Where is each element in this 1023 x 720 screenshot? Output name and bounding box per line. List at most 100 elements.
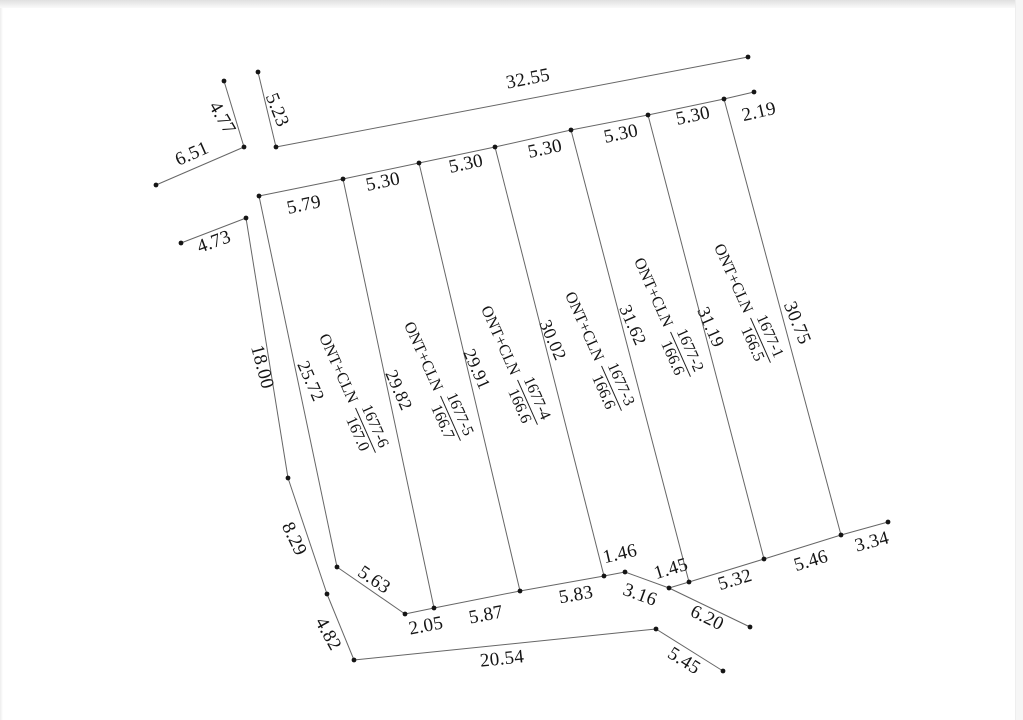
boundary-segment-31.62 — [570, 129, 690, 583]
boundary-segment-1.45 — [668, 581, 690, 589]
boundary-segment-5.30 — [494, 129, 572, 148]
page-edge-top — [0, 0, 1023, 8]
survey-point-G — [885, 519, 891, 525]
survey-point-f2 — [402, 611, 408, 617]
survey-point-D — [686, 579, 692, 585]
dim-label-5.30: 5.30 — [673, 102, 713, 130]
boundary-segment-2.05 — [404, 607, 435, 615]
survey-point-J — [720, 668, 726, 674]
dim-label-5.30: 5.30 — [525, 135, 565, 163]
boundary-segment-29.91 — [418, 162, 521, 592]
survey-point-P6 — [721, 96, 727, 102]
dim-label-5.46: 5.46 — [791, 545, 831, 577]
survey-point-e1 — [285, 475, 291, 481]
boundary-segment-8.29 — [287, 477, 328, 595]
dim-label-4.82: 4.82 — [310, 613, 346, 655]
dim-label-5.30: 5.30 — [601, 120, 641, 148]
survey-point-C — [666, 585, 672, 591]
survey-point-E — [761, 556, 767, 562]
survey-point-H — [747, 624, 753, 630]
dim-label-5.79: 5.79 — [284, 191, 324, 219]
boundary-segment-5.30 — [418, 146, 496, 164]
dim-label-5.45: 5.45 — [663, 642, 705, 680]
page-edge-left — [0, 8, 3, 720]
survey-point-e2 — [324, 591, 330, 597]
survey-point-P1 — [340, 176, 346, 182]
boundary-segment-5.32 — [688, 558, 765, 583]
dim-label-5.32: 5.32 — [715, 564, 755, 596]
survey-point-P2 — [416, 160, 422, 166]
survey-point-a2 — [241, 144, 247, 150]
survey-point-d1 — [178, 240, 184, 246]
dim-label-2.19: 2.19 — [739, 97, 779, 127]
dim-label-18.00: 18.00 — [246, 342, 278, 392]
boundary-segment-29.82 — [342, 178, 435, 609]
dim-label-3.16: 3.16 — [620, 579, 660, 611]
survey-point-f4 — [517, 588, 523, 594]
page-edge-right — [1015, 0, 1023, 720]
boundary-segment-25.72 — [258, 195, 338, 568]
boundary-segment-4.77 — [223, 80, 245, 148]
boundary-segment-6.20 — [668, 587, 751, 628]
boundary-segment-5.30 — [570, 114, 649, 131]
boundary-segment-5.83 — [519, 575, 605, 592]
boundary-segment-2.19 — [723, 91, 755, 100]
boundary-segment-32.55 — [275, 56, 749, 148]
boundary-segment-5.23 — [257, 71, 277, 148]
dim-label-6.20: 6.20 — [686, 601, 728, 635]
parcel-landuse-code: ONT+CLN — [710, 241, 757, 316]
dim-label-4.77: 4.77 — [204, 97, 240, 139]
boundary-segment-3.16 — [624, 571, 670, 589]
survey-point-b2 — [273, 144, 279, 150]
survey-point-P7 — [751, 89, 757, 95]
dim-label-1.45: 1.45 — [651, 553, 691, 585]
boundary-segment-4.73 — [180, 217, 247, 244]
survey-point-d2 — [243, 215, 249, 221]
dim-label-5.23: 5.23 — [260, 90, 294, 130]
dim-label-1.46: 1.46 — [600, 539, 640, 569]
survey-point-P4 — [568, 127, 574, 133]
survey-point-P3 — [492, 144, 498, 150]
survey-point-P5 — [645, 112, 651, 118]
survey-point-B — [622, 569, 628, 575]
survey-point-c1 — [745, 54, 751, 60]
boundary-segment-30.75 — [723, 98, 842, 536]
dim-label-5.87: 5.87 — [467, 601, 505, 629]
dim-label-3.34: 3.34 — [852, 527, 892, 557]
boundary-segment-30.02 — [494, 146, 605, 577]
survey-point-e3 — [351, 657, 357, 663]
survey-point-A — [601, 573, 607, 579]
boundary-segment-5.46 — [763, 534, 842, 560]
survey-point-a3 — [153, 182, 159, 188]
dim-label-4.73: 4.73 — [194, 226, 234, 258]
boundary-segment-18.00 — [245, 217, 289, 479]
survey-point-b1 — [255, 69, 261, 75]
boundary-segment-5.30 — [342, 162, 420, 180]
dim-label-32.55: 32.55 — [504, 64, 552, 94]
survey-point-f1 — [334, 564, 340, 570]
survey-point-f3 — [431, 605, 437, 611]
survey-point-F — [838, 532, 844, 538]
boundary-segment-20.54 — [353, 628, 657, 661]
dim-label-5.30: 5.30 — [363, 168, 403, 196]
boundary-segment-31.19 — [647, 114, 765, 560]
dim-label-30.75: 30.75 — [778, 298, 816, 348]
parcel-side-length-1677-1: 31.19 — [693, 303, 729, 351]
dim-label-5.30: 5.30 — [446, 150, 486, 178]
boundary-segment-5.63 — [336, 566, 406, 615]
boundary-segment-5.87 — [433, 590, 521, 609]
boundary-segment-5.30 — [647, 98, 725, 116]
boundary-segment-1.46 — [603, 571, 626, 577]
dim-label-5.63: 5.63 — [353, 561, 395, 599]
boundary-segment-6.51 — [155, 146, 245, 186]
